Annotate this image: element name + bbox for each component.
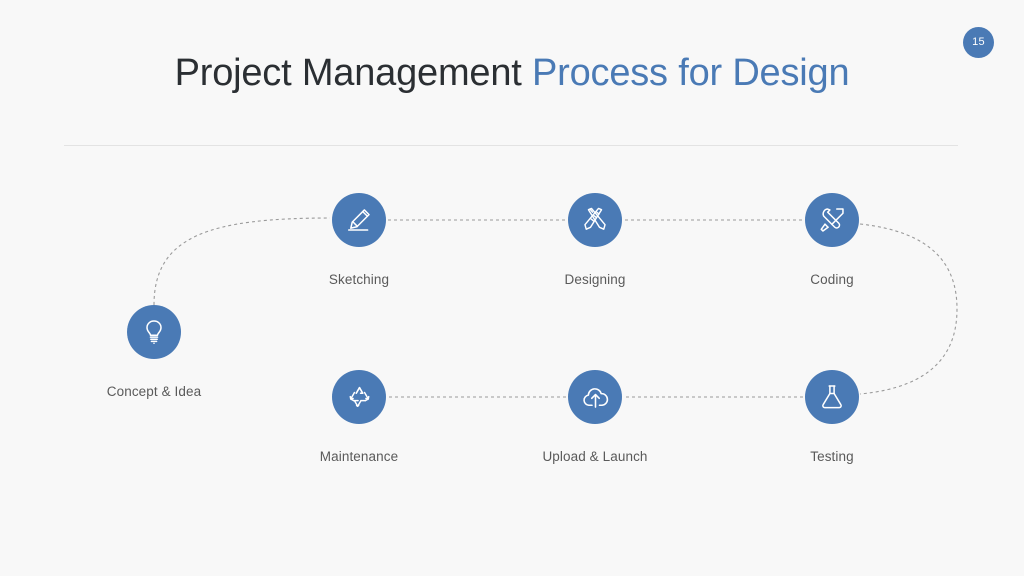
lightbulb-icon (140, 318, 168, 346)
page-title-plain: Project Management (174, 52, 522, 94)
process-step-icon-circle[interactable] (332, 370, 386, 424)
process-step-coding[interactable]: Coding (757, 193, 907, 287)
process-step-label: Concept & Idea (106, 384, 202, 399)
process-step-label: Maintenance (319, 449, 399, 464)
process-step-label: Sketching (328, 272, 390, 287)
wrench-screwdriver-icon (818, 206, 846, 234)
page-title-accent: Process for Design (531, 52, 850, 94)
process-step-icon-circle[interactable] (332, 193, 386, 247)
pencil-ruler-icon (581, 206, 609, 234)
process-step-label: Upload & Launch (542, 449, 648, 464)
title-divider (64, 145, 958, 146)
process-step-label: Designing (564, 272, 626, 287)
process-step-maintenance[interactable]: Maintenance (284, 370, 434, 464)
cloud-upload-icon (581, 383, 610, 412)
recycle-icon (346, 384, 373, 411)
process-step-testing[interactable]: Testing (757, 370, 907, 464)
page-number-badge: 15 (963, 27, 994, 58)
process-step-label: Testing (810, 449, 854, 464)
process-step-concept-idea[interactable]: Concept & Idea (79, 305, 229, 399)
process-step-icon-circle[interactable] (805, 193, 859, 247)
process-step-designing[interactable]: Designing (520, 193, 670, 287)
page-title: Project Management Process for Design (0, 52, 1024, 95)
flask-icon (818, 383, 846, 411)
process-step-label: Coding (810, 272, 854, 287)
process-step-icon-circle[interactable] (805, 370, 859, 424)
process-step-upload-launch[interactable]: Upload & Launch (520, 370, 670, 464)
pencil-icon (345, 206, 373, 234)
process-step-sketching[interactable]: Sketching (284, 193, 434, 287)
process-step-icon-circle[interactable] (127, 305, 181, 359)
process-step-icon-circle[interactable] (568, 193, 622, 247)
process-step-icon-circle[interactable] (568, 370, 622, 424)
